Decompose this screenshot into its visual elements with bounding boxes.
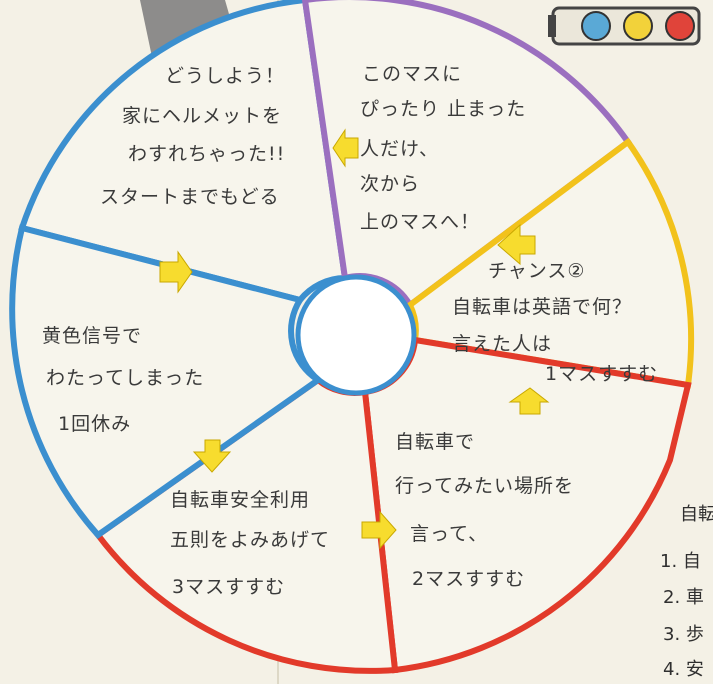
- side-list-item: 3. 歩: [663, 624, 704, 645]
- space-text-line: 言って、: [410, 523, 488, 545]
- space-text-line: このマスに: [362, 63, 462, 85]
- center-hub: [295, 274, 417, 396]
- space-text-line: 3マスすすむ: [172, 576, 285, 598]
- space-text-line: チャンス②: [488, 260, 585, 282]
- space-forgot-helmet-text: どうしよう！ 家にヘルメットを わすれちゃった!! スタートまでもどる: [100, 65, 285, 208]
- direction-arrows: [159, 128, 550, 550]
- space-forgot-helmet[interactable]: [18, 0, 349, 304]
- space-text-line: 1回休み: [58, 413, 131, 435]
- space-text-line: 自転車安全利用: [170, 489, 310, 511]
- light-yellow: [623, 11, 653, 41]
- space-text-line: わたってしまった: [46, 367, 204, 389]
- space-text-line: 黄色信号で: [42, 325, 142, 347]
- light-green: [581, 11, 611, 41]
- space-text-line: ぴったり 止まった: [360, 98, 526, 120]
- space-where-to-go[interactable]: [361, 336, 692, 674]
- space-stop-exactly-text: このマスに ぴったり 止まった 人だけ、 次から 上のマスへ！: [360, 63, 526, 233]
- space-text-line: 言えた人は: [452, 333, 552, 355]
- space-text-line: 人だけ、: [360, 138, 439, 160]
- space-yellow-light[interactable]: [9, 224, 324, 539]
- space-text-line: 上のマスへ！: [360, 211, 480, 233]
- side-list-heading: 自転: [680, 504, 713, 525]
- light-red: [665, 11, 695, 41]
- board-sectors: [9, 0, 695, 674]
- space-chance-2[interactable]: [406, 137, 695, 389]
- space-text-line: 2マスすすむ: [412, 568, 525, 590]
- space-where-to-go-text: 自転車で 行ってみたい場所を 言って、 2マスすすむ: [395, 431, 574, 590]
- space-yellow-light-text: 黄色信号で わたってしまった 1回休み: [42, 325, 204, 435]
- side-list-item: 4. 安: [663, 659, 704, 680]
- arrow-icon: [332, 128, 359, 168]
- side-list-item: 2. 車: [663, 587, 704, 608]
- arrow-icon: [159, 250, 193, 294]
- space-text-line: 五則をよみあげて: [170, 529, 330, 551]
- arrow-icon: [361, 510, 397, 550]
- space-text-line: 自転車で: [395, 431, 475, 453]
- space-text-line: スタートまでもどる: [100, 186, 280, 208]
- side-list-item: 1. 自: [660, 551, 701, 572]
- space-text-line: 家にヘルメットを: [122, 105, 282, 127]
- arrow-icon: [192, 439, 232, 473]
- space-five-rules-text: 自転車安全利用 五則をよみあげて 3マスすすむ: [170, 489, 330, 598]
- traffic-light-icon: [548, 6, 701, 46]
- space-text-line: 自転車は英語で何？: [452, 296, 632, 318]
- arrow-icon: [497, 223, 536, 266]
- space-text-line: どうしよう！: [165, 65, 285, 87]
- space-text-line: わすれちゃった!!: [128, 143, 285, 165]
- side-list: 自転 1. 自 2. 車 3. 歩 4. 安: [660, 504, 713, 680]
- space-text-line: 次から: [360, 173, 420, 195]
- space-text-line: 行ってみたい場所を: [395, 475, 574, 497]
- space-text-line: 1マスすすむ: [545, 363, 658, 385]
- arrow-icon: [508, 387, 550, 415]
- space-chance-2-text: チャンス② 自転車は英語で何？ 言えた人は 1マスすすむ: [452, 260, 658, 385]
